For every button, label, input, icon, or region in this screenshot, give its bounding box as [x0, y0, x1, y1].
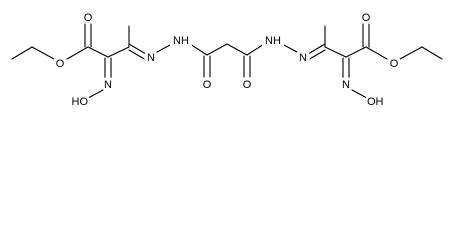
bond-layer [11, 23, 443, 99]
atom-o-ester-ether-right: O [387, 56, 401, 70]
bond-c-amide-nh-right [246, 43, 265, 56]
bond-c-n-double-imine-left-a [128, 43, 147, 55]
bond-n-c-double-imine-right-b [307, 49, 326, 61]
atom-label-o-ester-ether-right: O [390, 58, 399, 70]
chemical-structure-diagram: O O N HO N NH O O [11, 10, 443, 108]
atom-o-amide-right: O [240, 77, 254, 91]
bond-alpha-ester-right [345, 46, 367, 58]
bond-n-o-oxime-left [87, 89, 104, 99]
bond-n-c-double-imine-right-a [307, 43, 326, 55]
bond-nh-n-right [281, 43, 298, 53]
atom-label-o-ester-carbonyl-left: O [84, 12, 93, 24]
bond-o-ch2-right [399, 46, 423, 60]
atom-label-oh-oxime-right: OH [367, 96, 384, 108]
atom-o-amide-left: O [200, 77, 214, 91]
bond-amide-ch2-left [206, 43, 228, 56]
atom-nh-left: NH [170, 34, 192, 48]
atom-label-n-imine-right: N [299, 52, 307, 64]
atom-label-layer: O O N HO N NH O O [53, 10, 401, 108]
atom-label-n-imine-left: N [147, 52, 155, 64]
atom-label-o-ester-ether-left: O [56, 58, 65, 70]
atom-label-oh-oxime-left: HO [72, 96, 89, 108]
bond-ester-alpha-left [87, 46, 109, 58]
atom-oh-oxime-right: OH [366, 94, 386, 108]
atom-label-o-amide-left: O [203, 79, 212, 91]
bond-c-alpha-right [324, 46, 347, 58]
bond-ch2-o-left [31, 46, 55, 60]
atom-n-oxime-right: N [339, 77, 353, 91]
atom-n-imine-left: N [144, 50, 158, 64]
bond-n-nh-left [156, 43, 173, 53]
atom-label-o-ester-carbonyl-right: O [362, 12, 371, 24]
bond-c-n-double-imine-left-b [128, 49, 147, 61]
bond-ch2-ch3-right [421, 46, 443, 60]
bond-alpha-c-left [107, 46, 130, 58]
bond-o-c-ester-left [66, 46, 89, 60]
atom-o-ester-carbonyl-right: O [359, 10, 373, 24]
atom-n-imine-right: N [296, 50, 310, 64]
atom-o-ester-carbonyl-left: O [81, 10, 95, 24]
atom-nh-right: NH [262, 34, 284, 48]
atom-label-n-oxime-right: N [342, 79, 350, 91]
bond-nh-c-amide-left [189, 43, 208, 56]
atom-oh-oxime-left: HO [69, 94, 89, 108]
atom-label-n-oxime-left: N [104, 79, 112, 91]
atom-label-nh-right: NH [265, 35, 281, 47]
bond-c-ester-o-right [365, 46, 388, 60]
bond-ch2-amide-right [226, 43, 248, 56]
bond-ethyl-ch3-ch2-left [11, 46, 33, 60]
atom-label-o-amide-right: O [243, 79, 252, 91]
bond-n-o-oxime-right [351, 89, 368, 99]
atom-o-ester-ether-left: O [53, 56, 67, 70]
atom-label-nh-left: NH [173, 35, 189, 47]
atom-n-oxime-left: N [101, 77, 115, 91]
